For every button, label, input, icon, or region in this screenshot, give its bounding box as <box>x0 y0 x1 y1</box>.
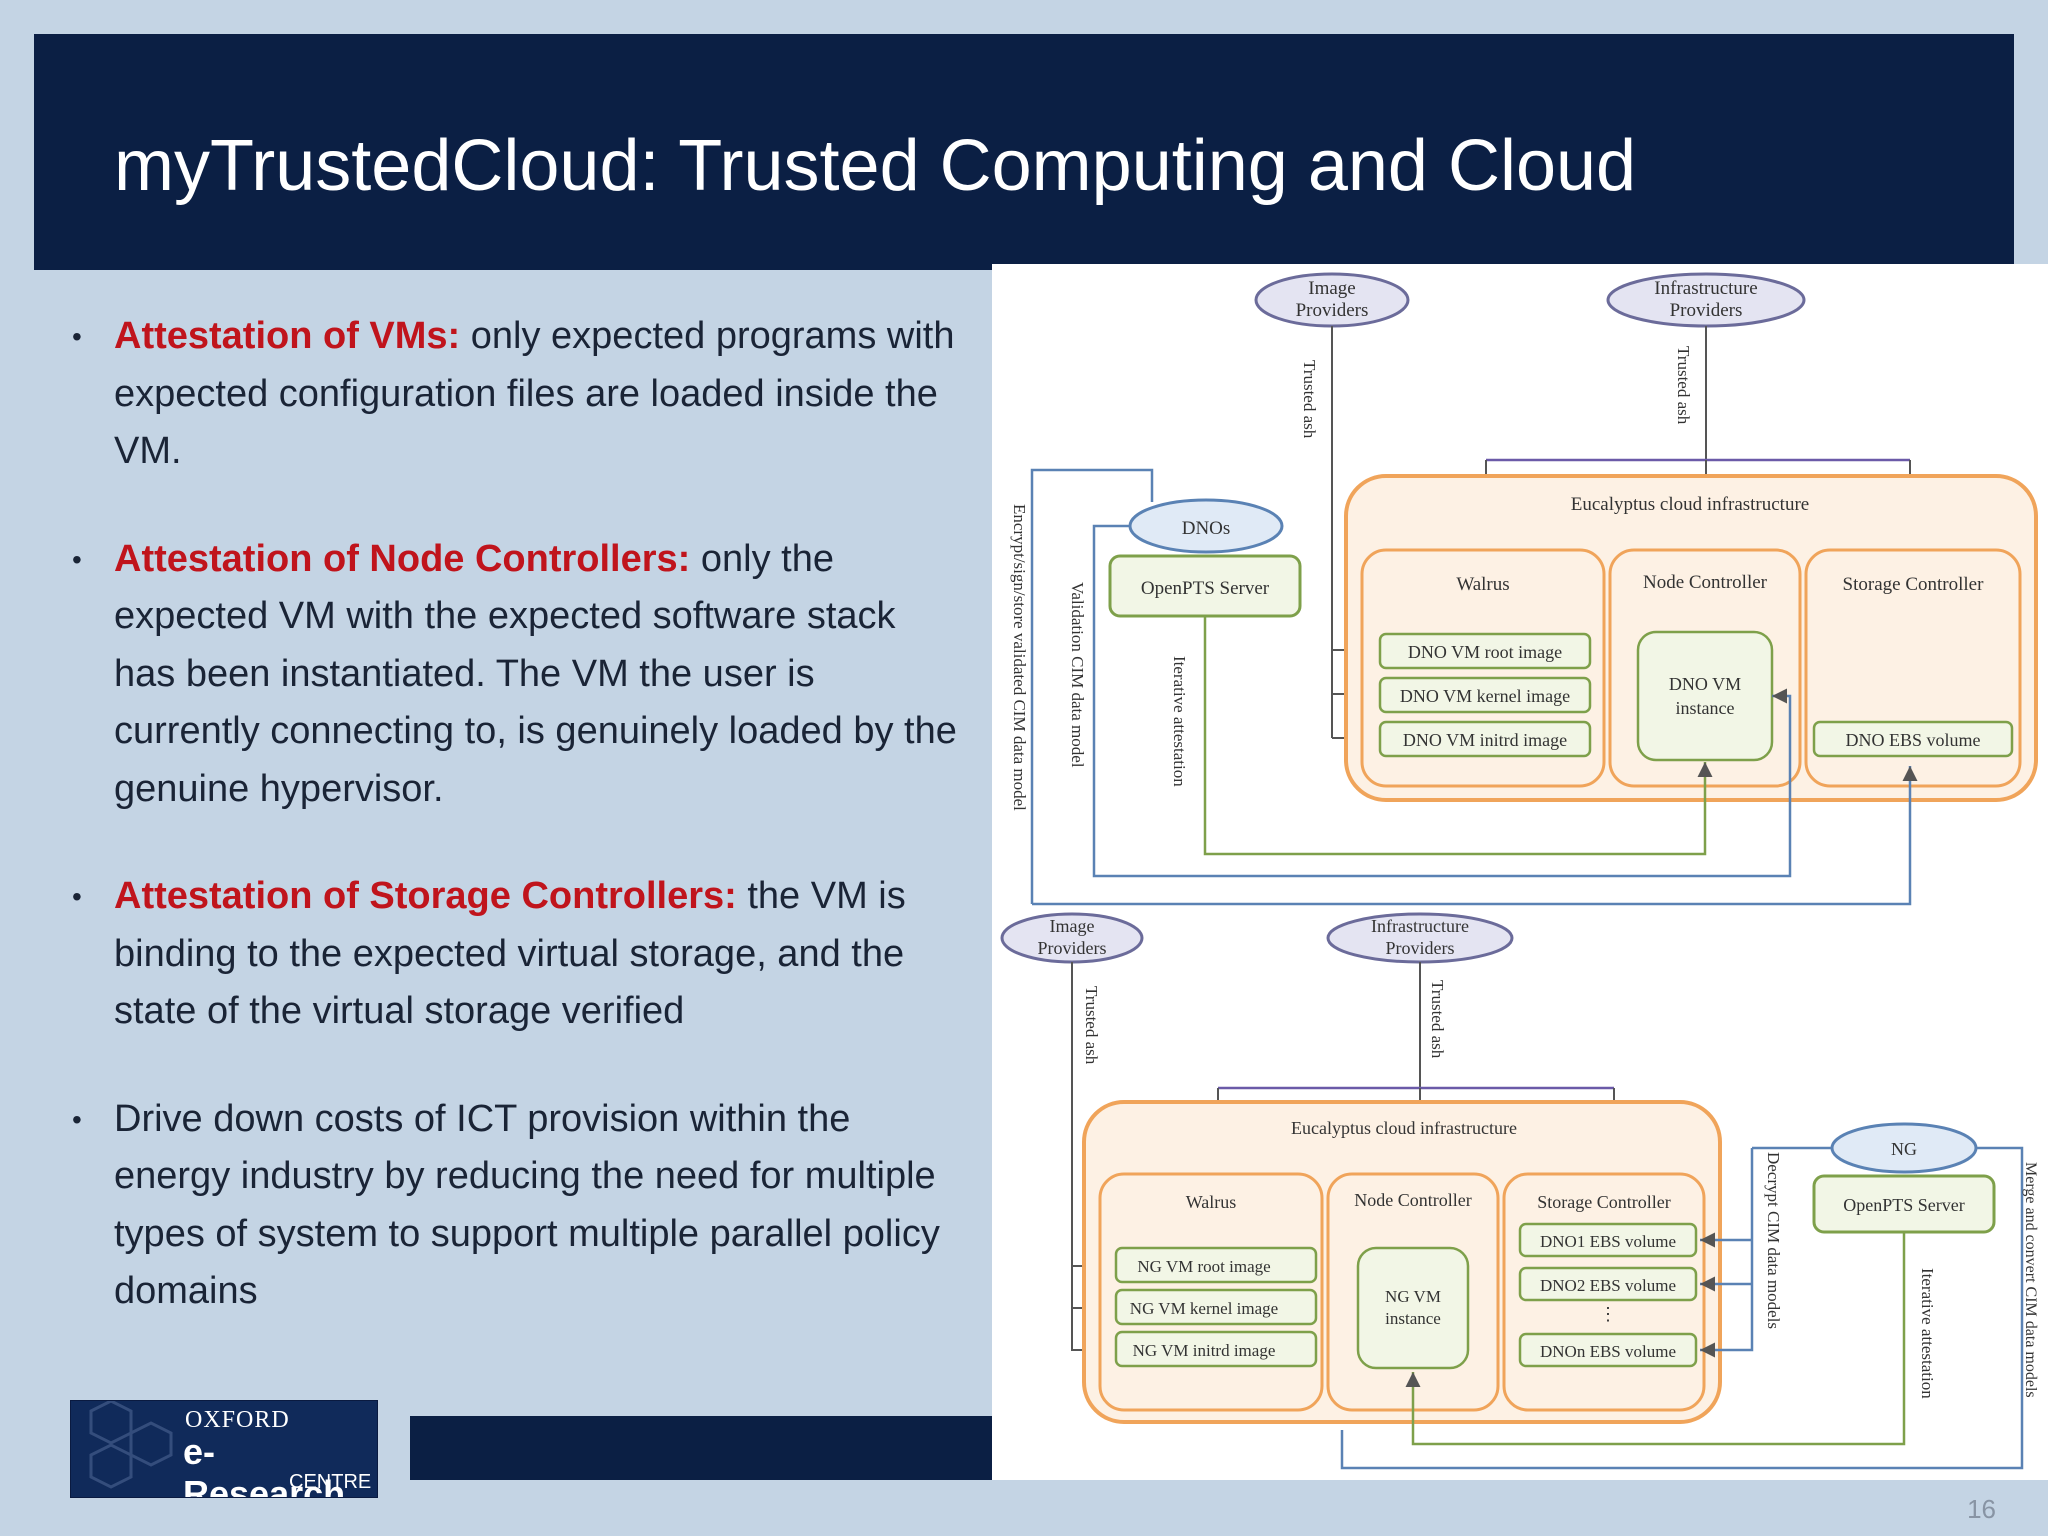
top-ebs-volume <box>1812 720 2014 758</box>
bottom-infra-providers-label-2: Providers <box>1386 938 1455 958</box>
bullet-text: only the expected VM with the expected s… <box>114 537 957 810</box>
top-vm-initrd-label: DNO VM initrd image <box>1403 730 1567 750</box>
bullet-dot-icon: • <box>72 881 82 912</box>
bullet-dot-icon: • <box>72 1103 82 1135</box>
bullet-node-controller-attestation: • Attestation of Node Controllers: only t… <box>66 531 966 819</box>
decrypt-label: Decrypt CIM data models <box>1764 1152 1783 1329</box>
top-vm-root-label: DNO VM root image <box>1408 642 1562 662</box>
bottom-vm-kernel-image <box>1114 1288 1318 1326</box>
image-providers-label-1: Image <box>1308 278 1355 299</box>
top-node-controller-label: Node Controller <box>1643 572 1768 593</box>
bottom-image-providers-label-1: Image <box>1050 916 1095 936</box>
bullet-drive-down-costs: • Drive down costs of ICT provision withi… <box>66 1091 966 1321</box>
encrypt-label: Encrypt/sign/store validated CIM data mo… <box>1010 504 1029 811</box>
bullet-highlight: Attestation of Node Controllers: <box>114 537 691 580</box>
trusted-ash-label-infra: Trusted ash <box>1674 346 1693 425</box>
image-providers-label-2: Providers <box>1296 300 1369 321</box>
bullet-storage-controller-attestation: • Attestation of Storage Controllers: the… <box>66 868 966 1041</box>
bottom-cloud-label: Eucalyptus cloud infrastructure <box>1291 1118 1517 1138</box>
top-ebs-label: DNO EBS volume <box>1846 730 1981 750</box>
top-openpts-label: OpenPTS Server <box>1141 578 1270 599</box>
bottom-ebs-n-label: DNOn EBS volume <box>1540 1342 1676 1361</box>
bottom-image-providers-label-2: Providers <box>1038 938 1107 958</box>
top-storage-controller-label: Storage Controller <box>1843 574 1985 595</box>
bottom-ebs-1 <box>1518 1222 1698 1258</box>
top-vm-root-image <box>1378 632 1592 670</box>
hex-pattern-icon <box>89 1401 173 1489</box>
diagram-svg: Image Providers Infrastructure Providers… <box>1000 272 2039 1470</box>
validation-label: Validation CIM data model <box>1068 582 1087 768</box>
bullet-highlight: Attestation of Storage Controllers: <box>114 875 737 917</box>
bottom-storage-controller-label: Storage Controller <box>1537 1192 1670 1212</box>
architecture-diagram: Image Providers Infrastructure Providers… <box>992 264 2048 1480</box>
bottom-infra-providers-label-1: Infrastructure <box>1371 916 1469 936</box>
top-vm-instance-label-1: DNO VM <box>1669 674 1741 694</box>
bullet-vm-attestation: • Attestation of VMs: only expected progr… <box>66 308 966 481</box>
bullet-highlight: Attestation of VMs: <box>114 315 461 357</box>
bottom-vm-root-label: NG VM root image <box>1137 1257 1270 1276</box>
top-diagram: Image Providers Infrastructure Providers… <box>1010 272 2038 906</box>
top-vm-instance-label-2: instance <box>1676 698 1735 718</box>
bottom-ebs-dots: ⋮ <box>1599 1304 1617 1324</box>
bullet-text: only expected programs with expected con… <box>114 315 955 472</box>
bottom-ebs-n <box>1518 1332 1698 1368</box>
title-banner: myTrustedCloud: Trusted Computing and Cl… <box>34 34 2014 270</box>
top-vm-initrd-image <box>1378 720 1592 758</box>
trusted-ash-label-image: Trusted ash <box>1300 360 1319 439</box>
bullet-text: Drive down costs of ICT provision within… <box>114 1097 940 1313</box>
logo-eresearch: e-Research <box>183 1431 346 1498</box>
bottom-trusted-ash-infra: Trusted ash <box>1428 980 1447 1059</box>
top-cloud-label: Eucalyptus cloud infrastructure <box>1571 494 1809 515</box>
dnos-label: DNOs <box>1182 518 1231 539</box>
bottom-ebs-1-label: DNO1 EBS volume <box>1540 1232 1676 1251</box>
top-walrus-label: Walrus <box>1456 574 1509 595</box>
bottom-iterative-label: Iterative attestation <box>1918 1268 1937 1399</box>
bottom-vm-instance-label-2: instance <box>1385 1309 1441 1328</box>
page-number: 16 <box>1967 1494 1996 1524</box>
infra-providers-label-1: Infrastructure <box>1654 278 1757 299</box>
bottom-diagram: Image Providers Infrastructure Providers… <box>1000 912 2039 1470</box>
bottom-vm-kernel-label: NG VM kernel image <box>1130 1299 1278 1318</box>
bullet-list: • Attestation of VMs: only expected progr… <box>66 308 966 1371</box>
bullet-text: the VM is binding to the expected virtua… <box>114 875 906 1032</box>
bottom-vm-instance <box>1356 1246 1470 1370</box>
top-vm-instance <box>1636 630 1774 762</box>
infra-providers-label-2: Providers <box>1670 300 1743 321</box>
bottom-ebs-2 <box>1518 1266 1698 1302</box>
bottom-vm-instance-label-1: NG VM <box>1385 1287 1441 1306</box>
footer-bar <box>410 1416 1010 1480</box>
oxford-eresearch-logo: OXFORD e-Research CENTRE <box>70 1400 378 1498</box>
bottom-walrus-label: Walrus <box>1186 1192 1237 1212</box>
bullet-dot-icon: • <box>72 543 82 575</box>
bottom-vm-initrd-label: NG VM initrd image <box>1133 1341 1276 1360</box>
bottom-node-controller-label: Node Controller <box>1354 1190 1471 1210</box>
logo-oxford: OXFORD <box>185 1407 290 1433</box>
bullet-dot-icon: • <box>72 321 82 352</box>
bottom-vm-root-image <box>1114 1246 1318 1284</box>
ng-label: NG <box>1891 1139 1917 1159</box>
bottom-openpts-label: OpenPTS Server <box>1843 1195 1964 1215</box>
merge-label: Merge and convert CIM data models <box>2022 1162 2039 1398</box>
bottom-vm-initrd-image <box>1114 1330 1318 1368</box>
slide-title: myTrustedCloud: Trusted Computing and Cl… <box>114 126 1637 206</box>
top-vm-kernel-label: DNO VM kernel image <box>1400 686 1570 706</box>
top-vm-kernel-image <box>1378 676 1592 714</box>
top-iterative-label: Iterative attestation <box>1170 656 1189 787</box>
bottom-trusted-ash-image: Trusted ash <box>1082 986 1101 1065</box>
logo-centre: CENTRE <box>289 1471 372 1493</box>
bottom-ebs-2-label: DNO2 EBS volume <box>1540 1276 1676 1295</box>
